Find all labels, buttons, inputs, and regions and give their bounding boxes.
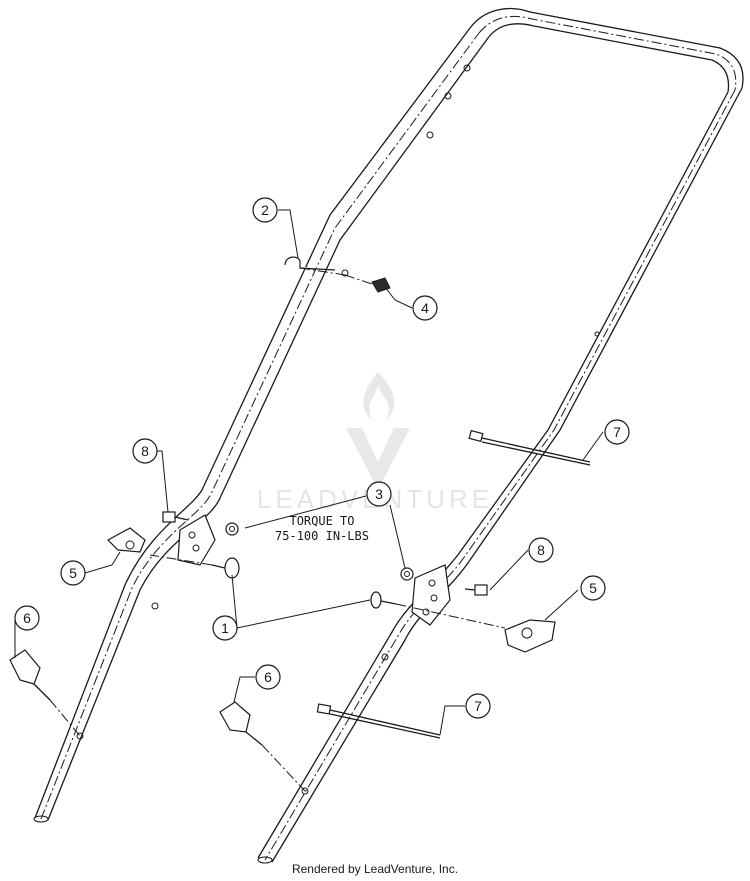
right-bracket — [411, 564, 451, 626]
part-cable-guide — [284, 256, 346, 276]
part-bolt-right — [464, 584, 488, 596]
part-nut-right — [400, 567, 414, 581]
svg-text:7: 7 — [613, 424, 621, 440]
watermark-v-icon — [346, 428, 410, 490]
callout-4: 4 — [412, 295, 438, 321]
callout-6-left: 6 — [14, 605, 40, 631]
callout-8-right: 8 — [528, 537, 554, 563]
part-knob-right — [504, 619, 556, 653]
handle-frame — [33, 7, 744, 864]
part-bolt-left — [162, 511, 189, 523]
callout-7-upper: 7 — [604, 419, 630, 445]
callout-5-left: 5 — [60, 560, 86, 586]
part-adjust-knob-left — [9, 649, 81, 737]
svg-text:4: 4 — [421, 300, 429, 316]
callout-1: 1 — [212, 615, 238, 641]
svg-text:1: 1 — [221, 620, 229, 636]
callout-3: 3 — [366, 481, 392, 507]
svg-text:8: 8 — [141, 443, 149, 459]
left-bracket — [177, 514, 216, 566]
part-cable-tie-upper — [468, 429, 591, 466]
svg-text:8: 8 — [537, 542, 545, 558]
svg-text:5: 5 — [589, 580, 597, 596]
part-nut-left — [225, 522, 239, 536]
part-cable-tie-lower — [316, 703, 441, 739]
callout-2: 2 — [252, 197, 278, 223]
part-adjust-knob-right — [219, 701, 306, 792]
svg-text:7: 7 — [474, 698, 482, 714]
svg-text:3: 3 — [375, 486, 383, 502]
torque-note-line1: TORQUE TO — [289, 514, 354, 528]
svg-text:2: 2 — [261, 202, 269, 218]
callout-5-right: 5 — [580, 575, 606, 601]
part-cable-clip — [344, 274, 391, 293]
svg-text:5: 5 — [69, 565, 77, 581]
part-knob-left — [107, 527, 146, 553]
svg-text:6: 6 — [23, 610, 31, 626]
svg-text:6: 6 — [264, 669, 272, 685]
part-carriage-bolt-right — [370, 591, 506, 629]
footer-credit: Rendered by LeadVenture, Inc. — [291, 862, 459, 876]
leader-lines — [14, 209, 604, 736]
torque-note: TORQUE TO 75-100 IN-LBS — [275, 514, 369, 543]
watermark-flame-icon — [363, 372, 395, 420]
callout-6-right: 6 — [255, 664, 281, 690]
callout-8-left: 8 — [132, 438, 158, 464]
torque-note-line2: 75-100 IN-LBS — [275, 529, 369, 543]
callout-7-lower: 7 — [465, 693, 491, 719]
